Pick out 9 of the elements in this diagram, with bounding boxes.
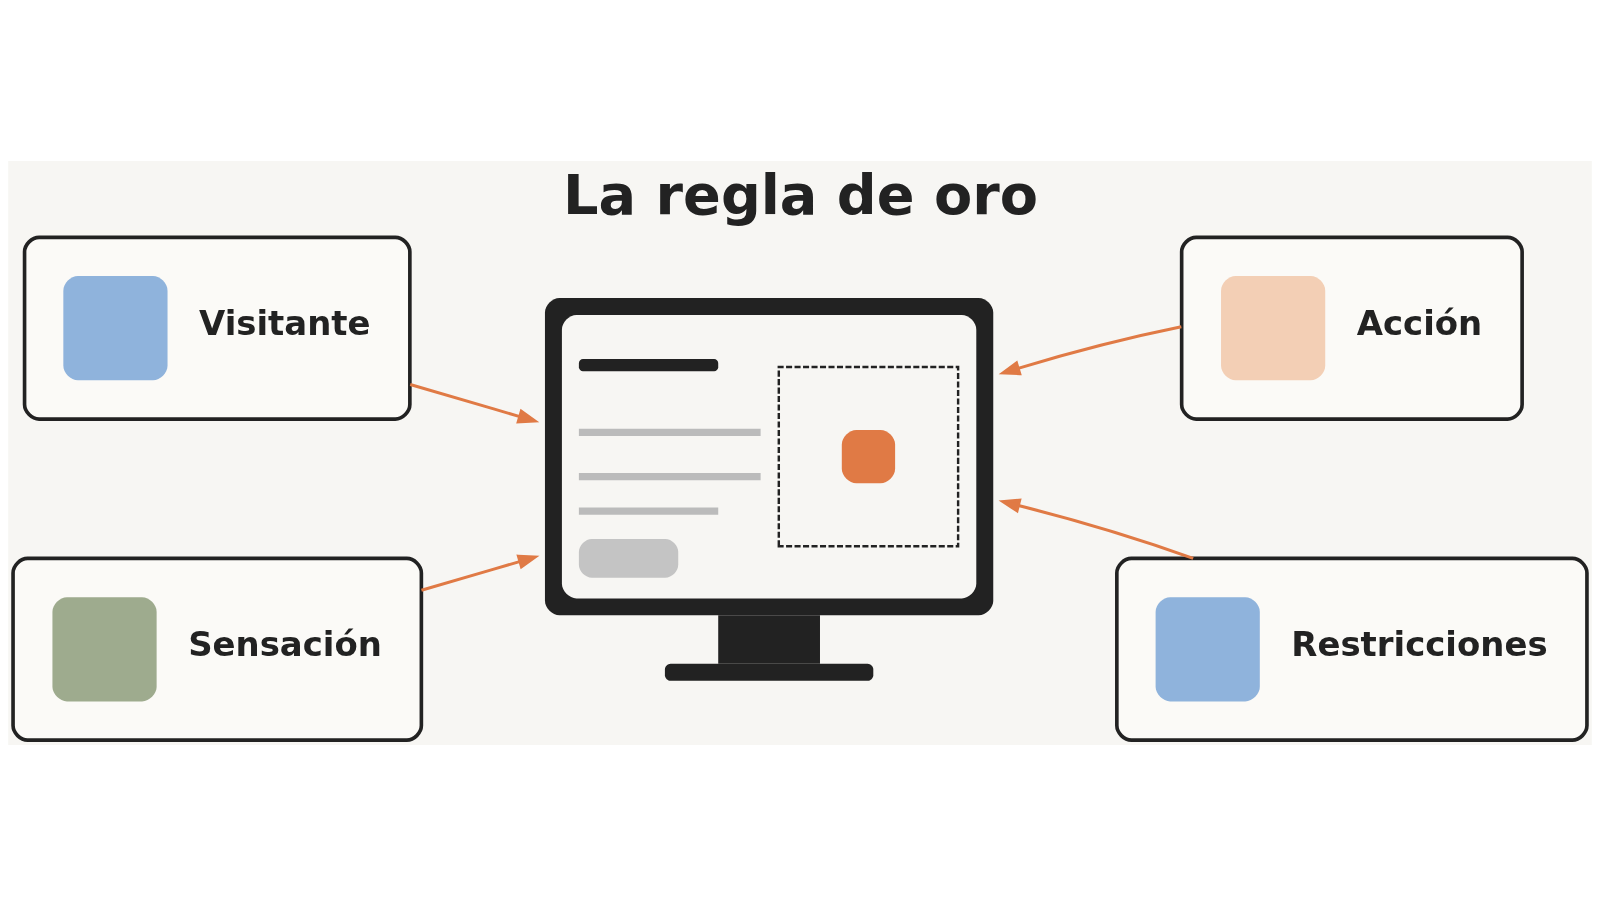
node-box: Sensación [11,556,424,742]
arrow [409,382,540,423]
arrow [421,554,540,592]
arrow [998,497,1194,560]
arrow [998,324,1182,375]
node-box: Visitante [22,235,412,421]
node-box: Acción [1179,235,1524,421]
node-box: Restricciones [1115,556,1589,742]
diagram-title: La regla de oro [563,161,1038,227]
